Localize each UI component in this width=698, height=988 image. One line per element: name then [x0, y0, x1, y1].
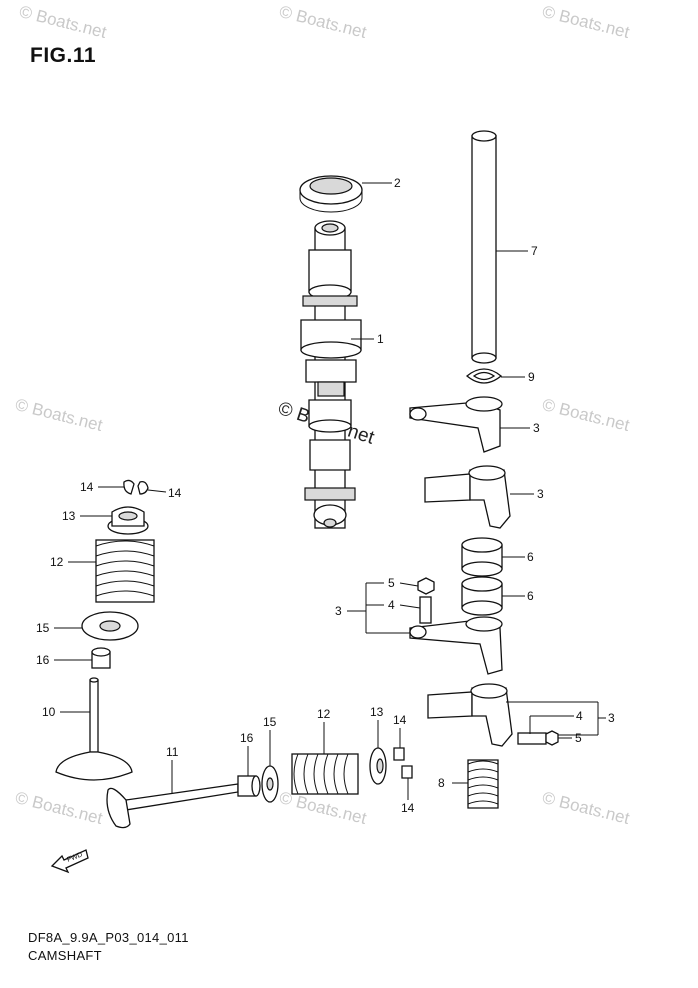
part-4-screw: [419, 596, 432, 624]
part-13-retainer: [107, 506, 149, 535]
callout-13: 13: [370, 705, 384, 719]
callout-3: 3: [533, 421, 540, 435]
fwd-arrow-icon: FWD: [50, 849, 89, 874]
callout-14: 14: [401, 801, 415, 815]
part-1-camshaft: [300, 220, 362, 529]
callout-5: 5: [575, 731, 582, 745]
part-4-screw: [517, 732, 547, 745]
callout-14: 14: [168, 486, 182, 500]
part-6-bushing: [461, 537, 503, 577]
part-12-spring: [95, 539, 155, 603]
callout-3: 3: [608, 711, 615, 725]
diagram-caption: CAMSHAFT: [28, 948, 102, 963]
part-15-washer: [81, 611, 139, 641]
part-14-cotter: [123, 479, 149, 495]
part-10-valve: [55, 677, 133, 781]
part-14-cotter: [393, 747, 413, 779]
callout-3: 3: [335, 604, 342, 618]
callout-14: 14: [393, 713, 407, 727]
part-6-bushing: [461, 576, 503, 616]
figure-title: FIG.11: [30, 44, 97, 67]
callout-7: 7: [531, 244, 538, 258]
callout-2: 2: [394, 176, 401, 190]
part-3-rocker-arm: [424, 465, 511, 529]
callout-1: 1: [377, 332, 384, 346]
diagram-code: DF8A_9.9A_P03_014_011: [28, 930, 189, 945]
part-16-valve-seal: [237, 775, 261, 797]
callout-12: 12: [50, 555, 64, 569]
part-3-rocker-arm: [409, 396, 503, 453]
callout-15: 15: [36, 621, 50, 635]
part-5-nut: [417, 577, 435, 595]
callout-9: 9: [528, 370, 535, 384]
callout-16: 16: [240, 731, 254, 745]
part-9-gasket: [465, 368, 503, 384]
callout-6: 6: [527, 550, 534, 564]
callout-4: 4: [388, 598, 395, 612]
callout-16: 16: [36, 653, 50, 667]
callout-15: 15: [263, 715, 277, 729]
callout-3: 3: [537, 487, 544, 501]
part-3-rocker-arm: [427, 683, 513, 747]
part-15-washer: [261, 765, 279, 803]
leader-lines: [54, 182, 606, 800]
callout-11: 11: [166, 745, 179, 759]
part-5-nut: [545, 730, 559, 746]
callout-8: 8: [438, 776, 445, 790]
part-16-valve-seal: [91, 647, 111, 669]
callout-6: 6: [527, 589, 534, 603]
callout-13: 13: [62, 509, 76, 523]
part-7-tube: [471, 130, 497, 364]
callout-10: 10: [42, 705, 56, 719]
part-2-oil-seal: [299, 175, 363, 213]
callout-labels: 2 7 1 9 3 3 6 6 5 4 3 4 3 5 8 14 14 13 1…: [36, 176, 615, 815]
callout-5: 5: [388, 576, 395, 590]
callout-4: 4: [576, 709, 583, 723]
part-13-retainer: [369, 747, 387, 785]
part-12-spring: [291, 753, 359, 795]
callout-12: 12: [317, 707, 331, 721]
part-3-rocker-arm: [409, 616, 503, 675]
part-8-spring: [467, 759, 499, 809]
callout-14: 14: [80, 480, 94, 494]
